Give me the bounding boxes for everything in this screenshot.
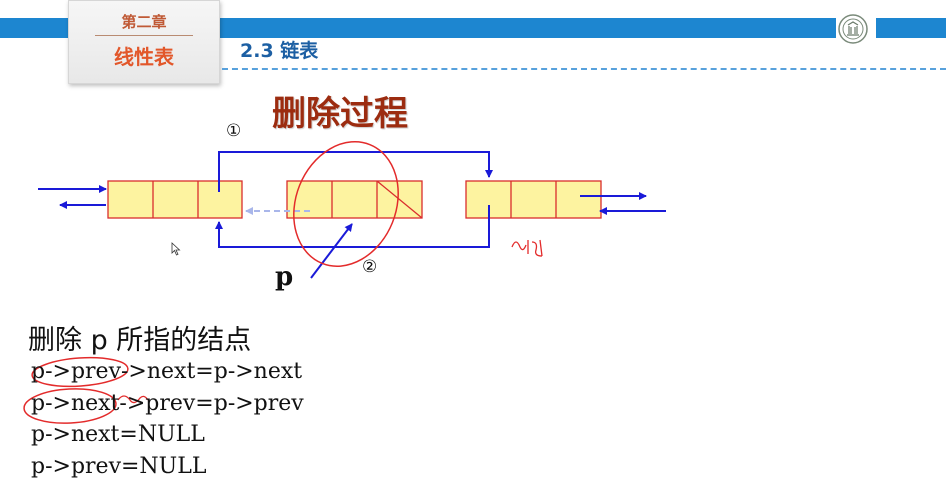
header-bar-right xyxy=(876,18,946,38)
code-line: p->prev=NULL xyxy=(31,453,207,479)
annotation-circle-node xyxy=(293,141,399,267)
description-heading: 删除 p 所指的结点 xyxy=(28,325,252,356)
chapter-title: 线性表 xyxy=(114,45,174,69)
annotation-scribble-code xyxy=(117,395,149,404)
annotation-circle-line2 xyxy=(23,388,117,424)
right-end-arrows xyxy=(580,192,666,215)
chapter-card: 第二章 线性表 xyxy=(68,0,220,84)
code-line: p->next=NULL xyxy=(31,422,205,447)
chapter-divider xyxy=(95,35,193,36)
code-lines: p->prev->next=p->next p->next->prev=p->p… xyxy=(31,356,304,482)
step-2-label: ② xyxy=(362,257,378,277)
step-1-label: ① xyxy=(226,121,242,141)
section-title: 2.3 链表 xyxy=(240,40,319,62)
left-end-arrows xyxy=(38,185,107,209)
university-logo-icon xyxy=(838,14,868,44)
code-line: p->prev->next=p->next xyxy=(31,359,303,384)
bypass-next-arrow xyxy=(218,151,493,192)
annotation-scribble-right xyxy=(511,239,543,257)
bypass-prev-arrow xyxy=(215,205,490,248)
pointer-p-arrow xyxy=(310,223,353,279)
slide-title: 删除过程 xyxy=(272,94,408,134)
header-dashed-divider xyxy=(222,68,946,70)
mouse-cursor-icon xyxy=(171,242,181,256)
pointer-p-label: p xyxy=(275,262,294,292)
code-line: p->next->prev=p->prev xyxy=(31,390,304,416)
chapter-number: 第二章 xyxy=(121,13,167,31)
annotation-circle-line1 xyxy=(31,356,129,388)
